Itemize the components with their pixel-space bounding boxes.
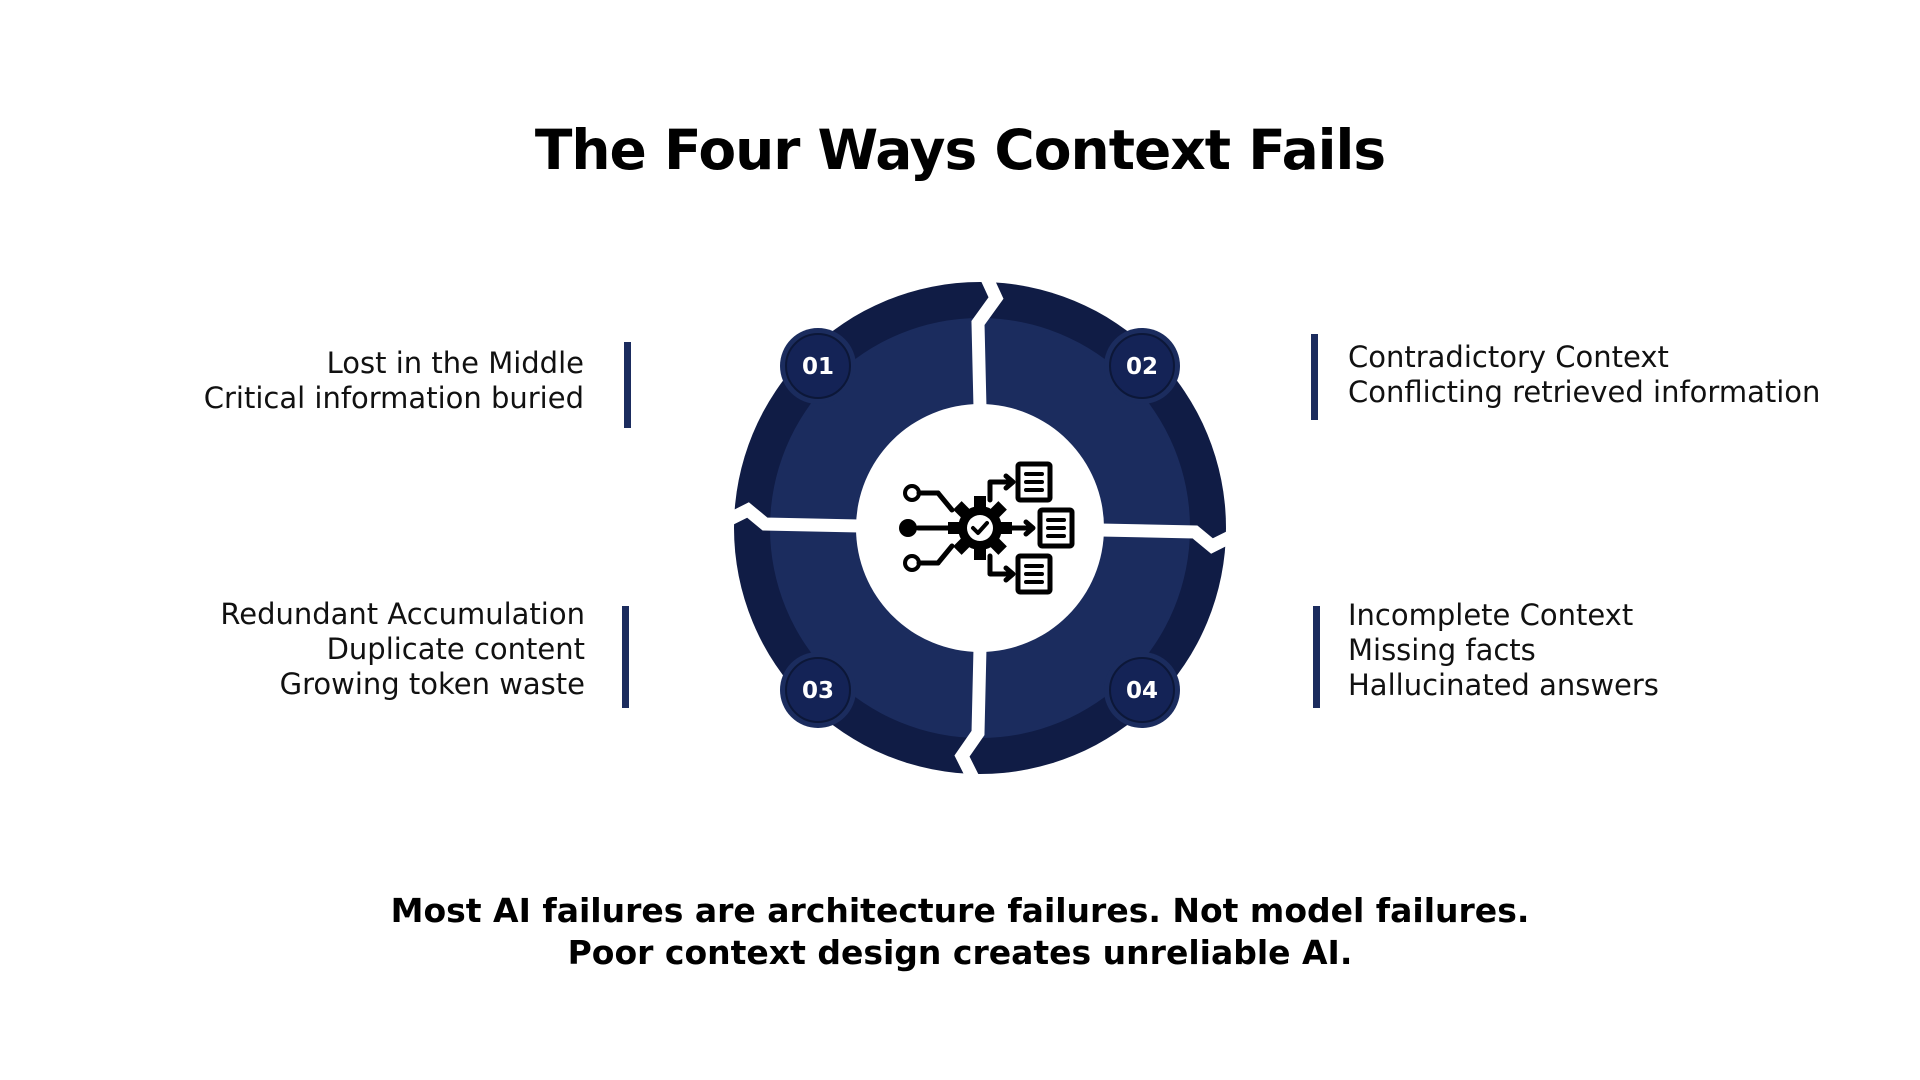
separator-bottom (954, 647, 987, 778)
caption-03-heading: Redundant Accumulation (220, 597, 585, 631)
caption-02-accent-bar (1311, 334, 1318, 420)
caption-03: Redundant Accumulation Duplicate content… (160, 597, 585, 702)
separator-left (730, 502, 861, 533)
badge-03-number: 03 (802, 678, 834, 704)
caption-02-heading: Contradictory Context (1348, 340, 1669, 374)
footer-line-1: Most AI failures are architecture failur… (390, 891, 1530, 930)
badge-04-number: 04 (1126, 678, 1158, 704)
badge-02: 02 (1104, 328, 1180, 404)
badge-01-number: 01 (802, 354, 834, 380)
separator-right (1099, 523, 1230, 554)
caption-04-detail-1: Missing facts (1348, 633, 1536, 667)
footer-statement: Most AI failures are architecture failur… (0, 890, 1920, 974)
badge-03: 03 (780, 652, 856, 728)
cycle-diagram: 01 02 03 04 (730, 278, 1230, 778)
caption-01: Lost in the Middle Critical information … (160, 346, 584, 416)
caption-01-detail: Critical information buried (203, 381, 584, 415)
page-title: The Four Ways Context Fails (534, 118, 1386, 182)
badge-04: 04 (1104, 652, 1180, 728)
caption-03-detail-2: Growing token waste (279, 667, 585, 701)
caption-04-accent-bar (1313, 606, 1320, 708)
caption-02-detail: Conflicting retrieved information (1348, 375, 1821, 409)
caption-04-detail-2: Hallucinated answers (1348, 668, 1659, 702)
segment-separators (730, 278, 1230, 778)
caption-03-detail-1: Duplicate content (326, 632, 585, 666)
badge-01: 01 (780, 328, 856, 404)
badge-02-number: 02 (1126, 354, 1158, 380)
caption-01-accent-bar (624, 342, 631, 428)
caption-04-heading: Incomplete Context (1348, 598, 1634, 632)
caption-02: Contradictory Context Conflicting retrie… (1348, 340, 1868, 410)
caption-03-accent-bar (622, 606, 629, 708)
footer-line-2: Poor context design creates unreliable A… (567, 933, 1353, 972)
caption-04: Incomplete Context Missing facts Halluci… (1348, 598, 1868, 703)
separator-top (971, 278, 1004, 409)
caption-01-heading: Lost in the Middle (326, 346, 584, 380)
